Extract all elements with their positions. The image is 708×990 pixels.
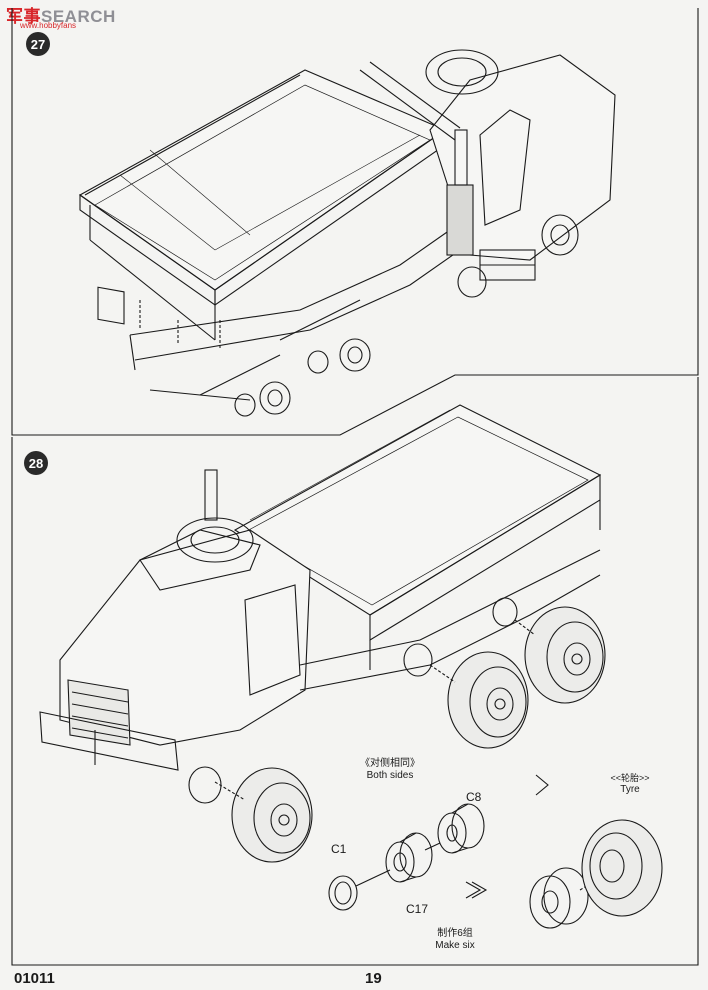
part-label-c17: C17 <box>406 902 429 916</box>
panel-frame-bottom <box>11 377 699 966</box>
watermark-logo: 军事SEARCH <box>6 2 116 27</box>
step-number-28: 28 <box>24 451 48 475</box>
wheel-subassembly <box>328 774 663 929</box>
both-sides-cn: 《对侧相同》 <box>360 758 420 769</box>
step-number-27: 27 <box>26 32 50 56</box>
watermark-text-a: 军事 <box>6 7 41 27</box>
make-six-cn: 制作6组 <box>437 928 473 939</box>
page-number: 19 <box>365 970 382 987</box>
both-sides-en: Both sides <box>366 770 414 781</box>
truck-27-illustration <box>78 49 616 417</box>
both-sides-label: 《对侧相同》 Both sides <box>345 758 435 782</box>
part-label-c8: C8 <box>466 790 482 804</box>
tyre-en: Tyre <box>620 784 640 795</box>
make-six-en: Make six <box>435 940 475 951</box>
truck-28-illustration <box>39 404 606 863</box>
part-label-c1: C1 <box>331 842 347 856</box>
rear-wheel-1 <box>447 651 529 749</box>
watermark-subtext: www.hobbyfans <box>20 21 77 30</box>
panel-frame-top <box>11 8 699 436</box>
catalog-number: 01011 <box>14 970 55 987</box>
tyre-label: <<轮胎>> Tyre <box>600 772 660 796</box>
front-wheel <box>231 767 313 863</box>
tyre-cn: <<轮胎>> <box>610 773 650 783</box>
make-six-label: 制作6组 Make six <box>425 928 485 952</box>
rear-wheel-2 <box>524 606 606 704</box>
watermark-text-b: SEARCH <box>41 7 116 26</box>
